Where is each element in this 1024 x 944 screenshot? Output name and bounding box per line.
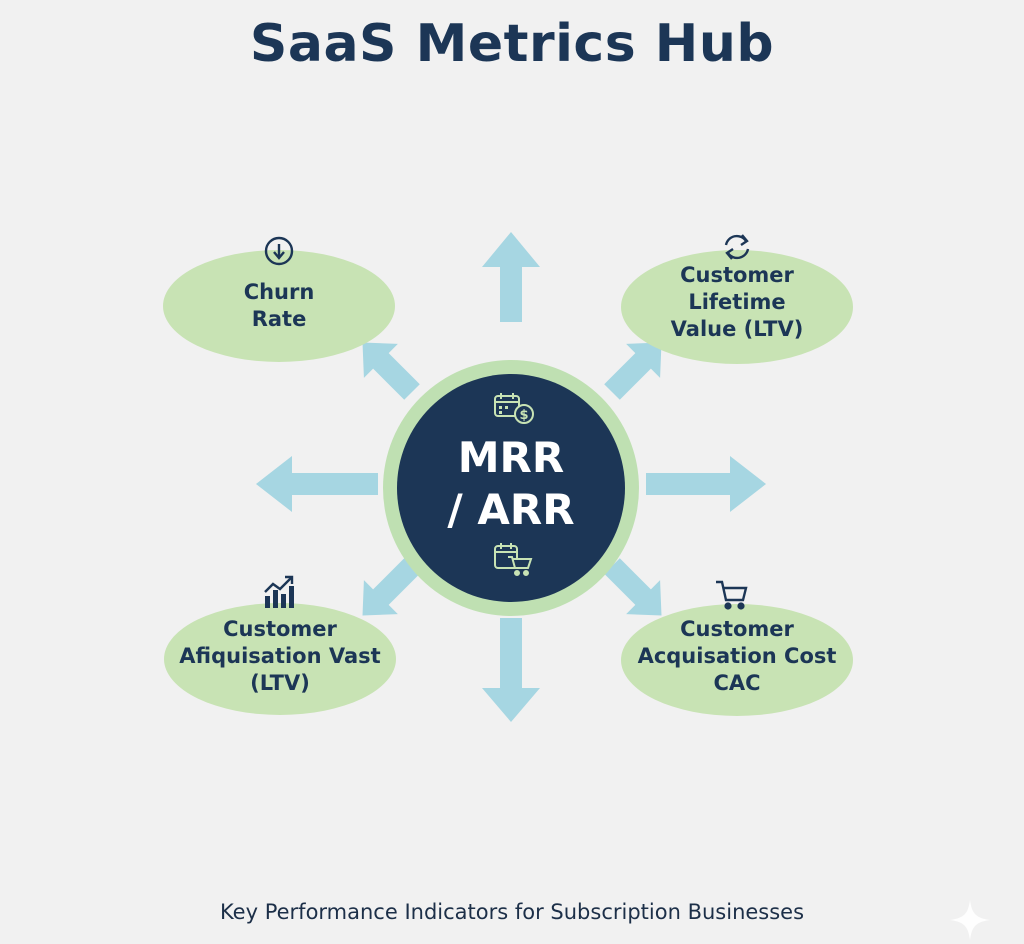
calendar-dollar-icon: $ [494, 393, 534, 424]
node-acquisition-vast-ellipse [164, 603, 396, 715]
node-ltv-label: Customer Lifetime Value (LTV) [632, 262, 842, 343]
node-cac-line-1: Customer [680, 617, 794, 641]
node-ltv-line-2: Lifetime [688, 290, 786, 314]
diagram-footer: Key Performance Indicators for Subscript… [219, 900, 805, 924]
node-cac-line-2: Acquisation Cost [637, 644, 837, 668]
svg-text:$: $ [519, 408, 528, 423]
connector-arrows [256, 232, 766, 722]
node-ltv-line-1: Customer [680, 263, 794, 287]
hub-core [397, 374, 625, 602]
node-cac-line-3: CAC [713, 671, 761, 695]
node-acquisition-vast-line-2: Afiquisation Vast [179, 644, 381, 668]
node-cac-label: Customer Acquisation Cost CAC [627, 616, 847, 697]
arrow-up-right [604, 342, 662, 400]
node-ltv-ellipse [621, 250, 853, 364]
shopping-cart-icon [716, 580, 748, 610]
growth-chart-icon [264, 575, 294, 608]
arrow-down-circle-icon [264, 236, 294, 266]
node-ltv-line-3: Value (LTV) [670, 317, 804, 341]
arrow-down-right [604, 558, 662, 616]
hub-label: MRR / ARR [396, 432, 626, 536]
arrow-right [646, 456, 766, 512]
arrow-left [256, 456, 378, 512]
node-cac-ellipse [621, 604, 853, 716]
node-acquisition-vast-line-1: Customer [223, 617, 337, 641]
node-acquisition-vast-line-3: (LTV) [250, 671, 310, 695]
node-churn-line-1: Churn [243, 280, 315, 304]
diagram-title: SaaS Metrics Hub [249, 14, 775, 74]
calendar-cart-icon [494, 543, 533, 576]
arrow-up [482, 232, 540, 322]
arrow-up-left [362, 342, 420, 400]
sparkle-icon [950, 900, 990, 940]
node-acquisition-vast-label: Customer Afiquisation Vast (LTV) [170, 616, 390, 697]
node-churn-ellipse [163, 250, 395, 362]
arrow-down-left [362, 558, 420, 616]
refresh-icon [724, 234, 750, 260]
node-churn-label: Churn Rate [189, 279, 369, 333]
hub-label-line-2: / ARR [447, 485, 575, 534]
arrow-down [482, 618, 540, 722]
hub-label-line-1: MRR [457, 433, 565, 482]
node-churn-line-2: Rate [251, 307, 307, 331]
